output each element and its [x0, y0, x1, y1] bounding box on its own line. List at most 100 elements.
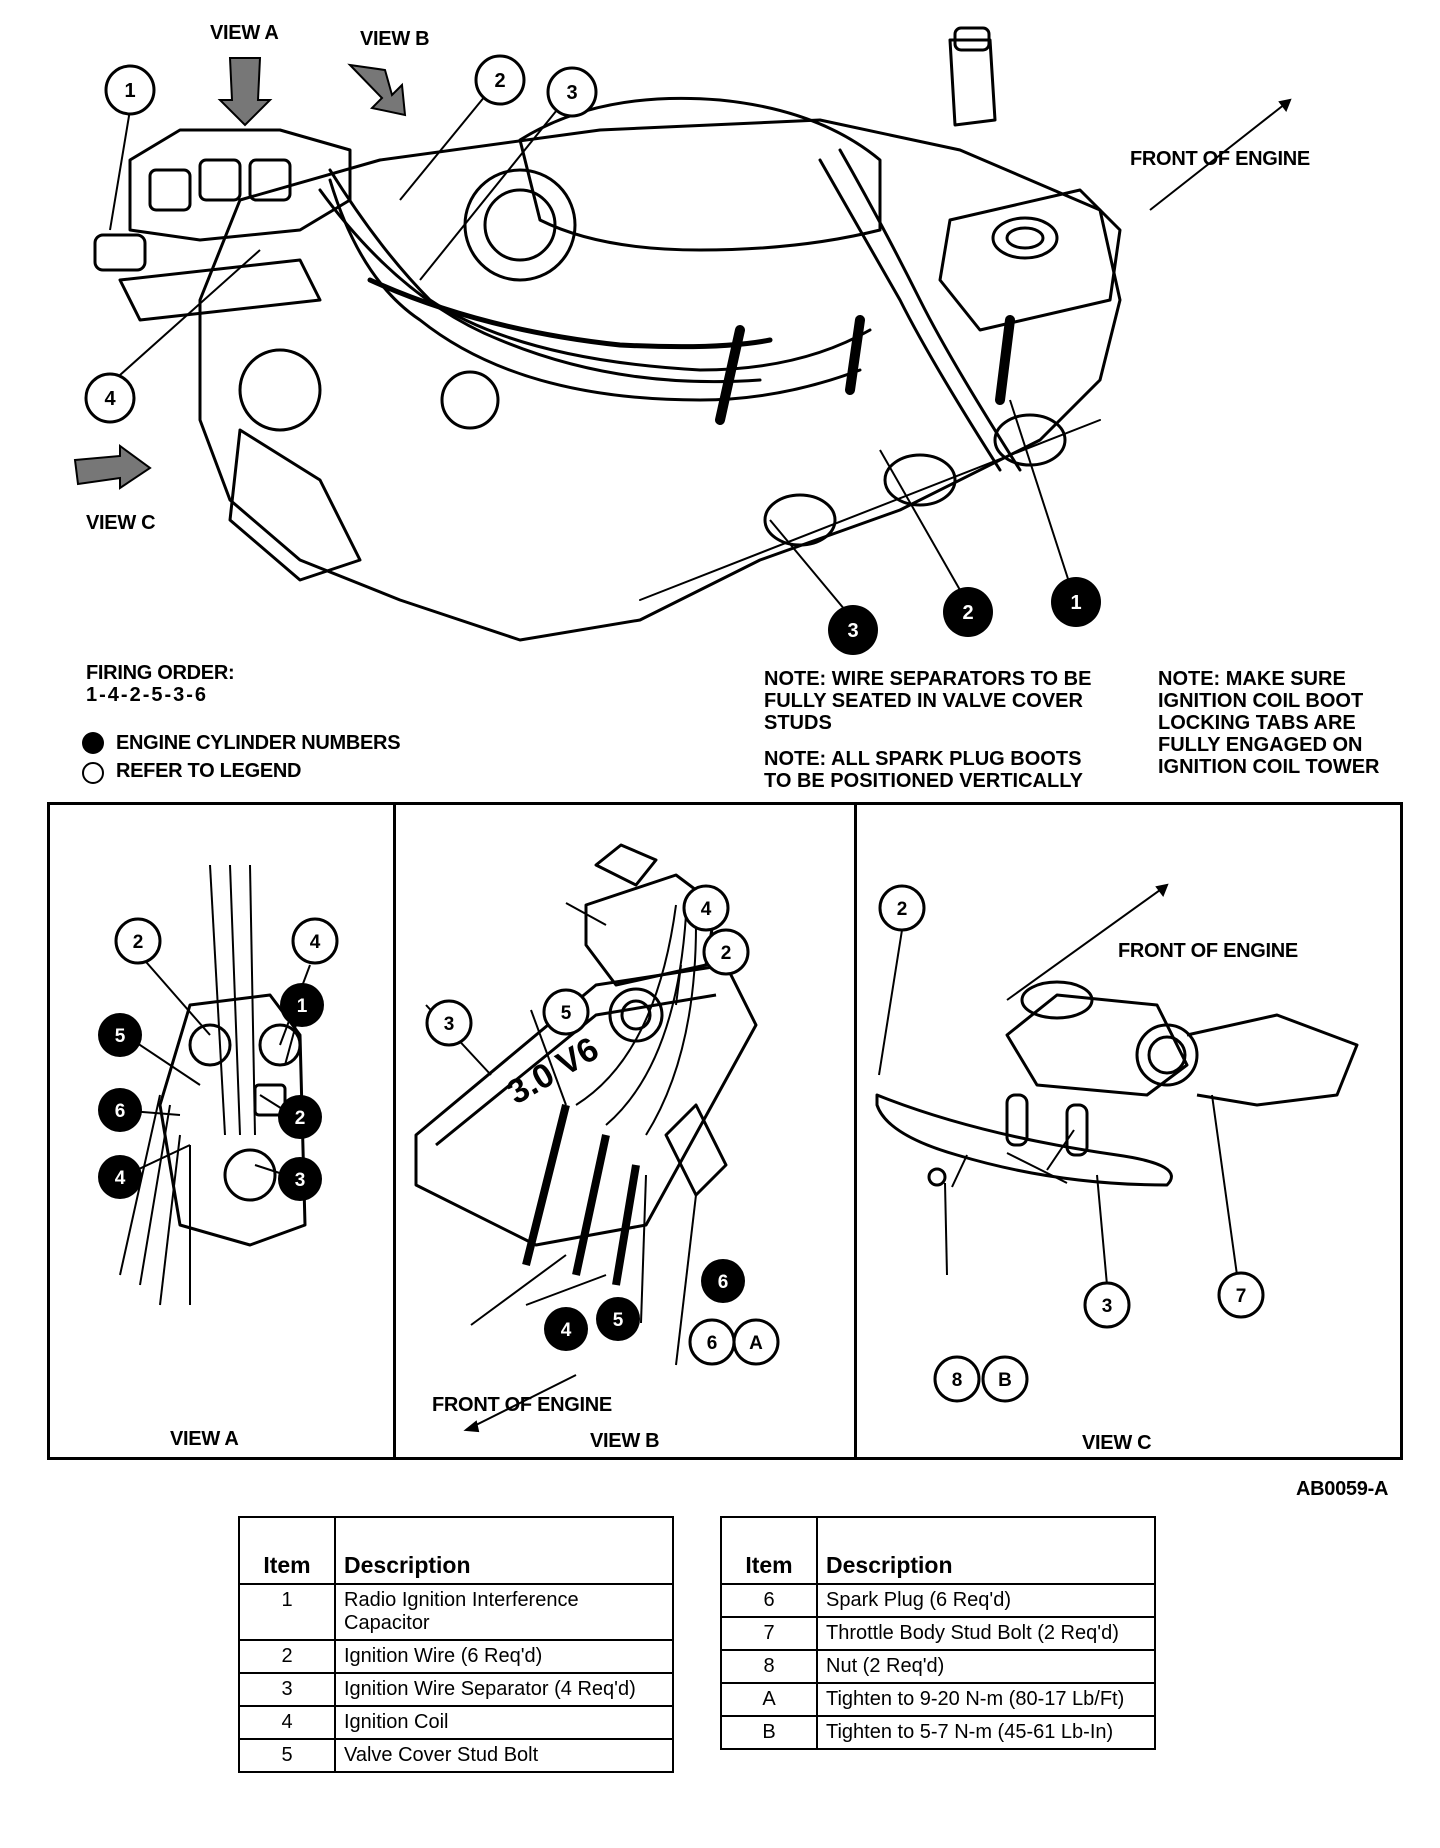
callout-3: 3 [566, 82, 577, 104]
legend-item-description: Tighten to 9-20 N-m (80-17 Lb/Ft) [816, 1682, 1156, 1717]
view-c-arrow [73, 444, 152, 490]
firing-order-sequence: 1-4-2-5-3-6 [86, 684, 209, 706]
callout-4: 4 [310, 932, 321, 953]
callout-5: 5 [561, 1003, 572, 1024]
throttle-body [1005, 993, 1189, 1097]
cylinder-3: 3 [847, 620, 858, 642]
legend-item-description: Nut (2 Req'd) [816, 1649, 1156, 1684]
callout-4: 4 [701, 899, 712, 920]
legend-header-description: Description [334, 1516, 674, 1585]
legend-item-description: Throttle Body Stud Bolt (2 Req'd) [816, 1616, 1156, 1651]
valve-cover-right [938, 188, 1122, 332]
view-b-arrow [347, 63, 407, 117]
valve-cover [414, 963, 758, 1247]
wire-separator [367, 277, 773, 350]
callout-1: 1 [124, 80, 135, 102]
legend-item-description: Ignition Wire (6 Req'd) [334, 1639, 674, 1674]
view-c-label: VIEW C [86, 512, 156, 534]
cylinder-3: 3 [295, 1170, 306, 1191]
legend-header-item: Item [238, 1516, 336, 1585]
legend-header-item: Item [720, 1516, 818, 1585]
cylinder-2: 2 [962, 602, 973, 624]
callout-2: 2 [494, 70, 505, 92]
cylinder-1: 1 [1070, 592, 1081, 614]
legend-header-row: Item Description [720, 1516, 1156, 1585]
firing-order-title: FIRING ORDER: [86, 662, 235, 684]
note-wire-separators: NOTE: WIRE SEPARATORS TO BE FULLY SEATED… [764, 668, 1092, 734]
cylinder-1: 1 [297, 996, 308, 1017]
legend-item-number: B [720, 1715, 818, 1750]
callout-b: B [998, 1370, 1012, 1391]
cylinder-4: 4 [561, 1320, 572, 1341]
callout-6: 6 [707, 1333, 718, 1354]
view-a-panel: 2 4 1 2 3 5 6 4 [98, 864, 339, 1306]
panel-divider [393, 802, 396, 1460]
callout-7: 7 [1236, 1286, 1247, 1307]
view-b-panel: 3.0 V6 4 2 5 3 6 A 6 4 5 [414, 843, 780, 1433]
callout-4: 4 [104, 388, 116, 410]
view-a-caption: VIEW A [170, 1428, 239, 1450]
filled-circle-icon [82, 732, 104, 754]
wire-separator-bar [875, 1093, 1173, 1187]
legend-header-row: Item Description [238, 1516, 674, 1585]
intake-plenum [518, 96, 882, 252]
view-c-front-label: FRONT OF ENGINE [1118, 940, 1298, 962]
legend-item-number: 3 [238, 1672, 336, 1707]
coil-body [158, 993, 307, 1247]
callout-3: 3 [444, 1014, 455, 1035]
panel-divider [854, 802, 857, 1460]
throttle-body [463, 168, 577, 282]
view-b-caption: VIEW B [590, 1430, 660, 1452]
key-filled-label: ENGINE CYLINDER NUMBERS [116, 732, 401, 754]
legend-item-description: Ignition Wire Separator (4 Req'd) [334, 1672, 674, 1707]
engine-block [198, 118, 1122, 642]
legend-item-number: 4 [238, 1705, 336, 1740]
callout-2: 2 [133, 932, 144, 953]
cylinder-6: 6 [718, 1272, 729, 1293]
callout-2: 2 [897, 899, 908, 920]
view-b-label: VIEW B [360, 28, 430, 50]
legend-item-number: 7 [720, 1616, 818, 1651]
cylinder-4: 4 [115, 1168, 126, 1189]
cylinder-5: 5 [613, 1310, 624, 1331]
legend-item-description: Tighten to 5-7 N-m (45-61 Lb-In) [816, 1715, 1156, 1750]
legend-item-description: Radio Ignition Interference Capacitor [334, 1583, 674, 1641]
figure-id: AB0059-A [1296, 1478, 1389, 1500]
note-spark-plug-boots: NOTE: ALL SPARK PLUG BOOTS TO BE POSITIO… [764, 748, 1083, 792]
cylinder-6: 6 [115, 1101, 126, 1122]
callout-3: 3 [1102, 1296, 1113, 1317]
legend-item-description: Spark Plug (6 Req'd) [816, 1583, 1156, 1618]
cylinder-5: 5 [115, 1026, 126, 1047]
callout-2: 2 [721, 943, 732, 964]
views-frame [47, 802, 1403, 1460]
legend-header-description: Description [816, 1516, 1156, 1585]
coil-pack [584, 873, 718, 987]
legend-item-number: 6 [720, 1583, 818, 1618]
cylinder-2: 2 [295, 1108, 306, 1129]
legend-item-number: 1 [238, 1583, 336, 1641]
legend-item-number: 5 [238, 1738, 336, 1773]
open-circle-icon [82, 762, 104, 784]
legend-item-number: 2 [238, 1639, 336, 1674]
legend-item-description: Valve Cover Stud Bolt [334, 1738, 674, 1773]
legend-item-description: Ignition Coil [334, 1705, 674, 1740]
view-a-arrow [217, 57, 273, 127]
view-c-panel: 2 7 3 8 B [875, 883, 1359, 1403]
callout-8: 8 [952, 1370, 963, 1391]
legend-item-number: 8 [720, 1649, 818, 1684]
legend-item-number: A [720, 1682, 818, 1717]
key-open-label: REFER TO LEGEND [116, 760, 302, 782]
front-of-engine-label: FRONT OF ENGINE [1130, 148, 1310, 170]
note-coil-locking-tabs: NOTE: MAKE SURE IGNITION COIL BOOT LOCKI… [1158, 668, 1380, 778]
